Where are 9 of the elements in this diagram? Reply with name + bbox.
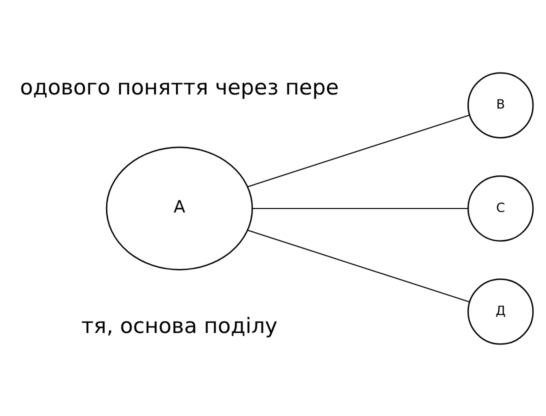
node-ellipse: А — [106, 146, 253, 270]
label: тя, основа поділу — [81, 313, 278, 338]
node-circle: В — [467, 72, 534, 138]
node-circle: Д — [467, 278, 534, 344]
node-circle: С — [467, 174, 534, 242]
label: одового поняття через пере — [20, 75, 339, 100]
connector — [248, 114, 470, 187]
connector — [252, 207, 468, 209]
connector — [248, 229, 470, 302]
